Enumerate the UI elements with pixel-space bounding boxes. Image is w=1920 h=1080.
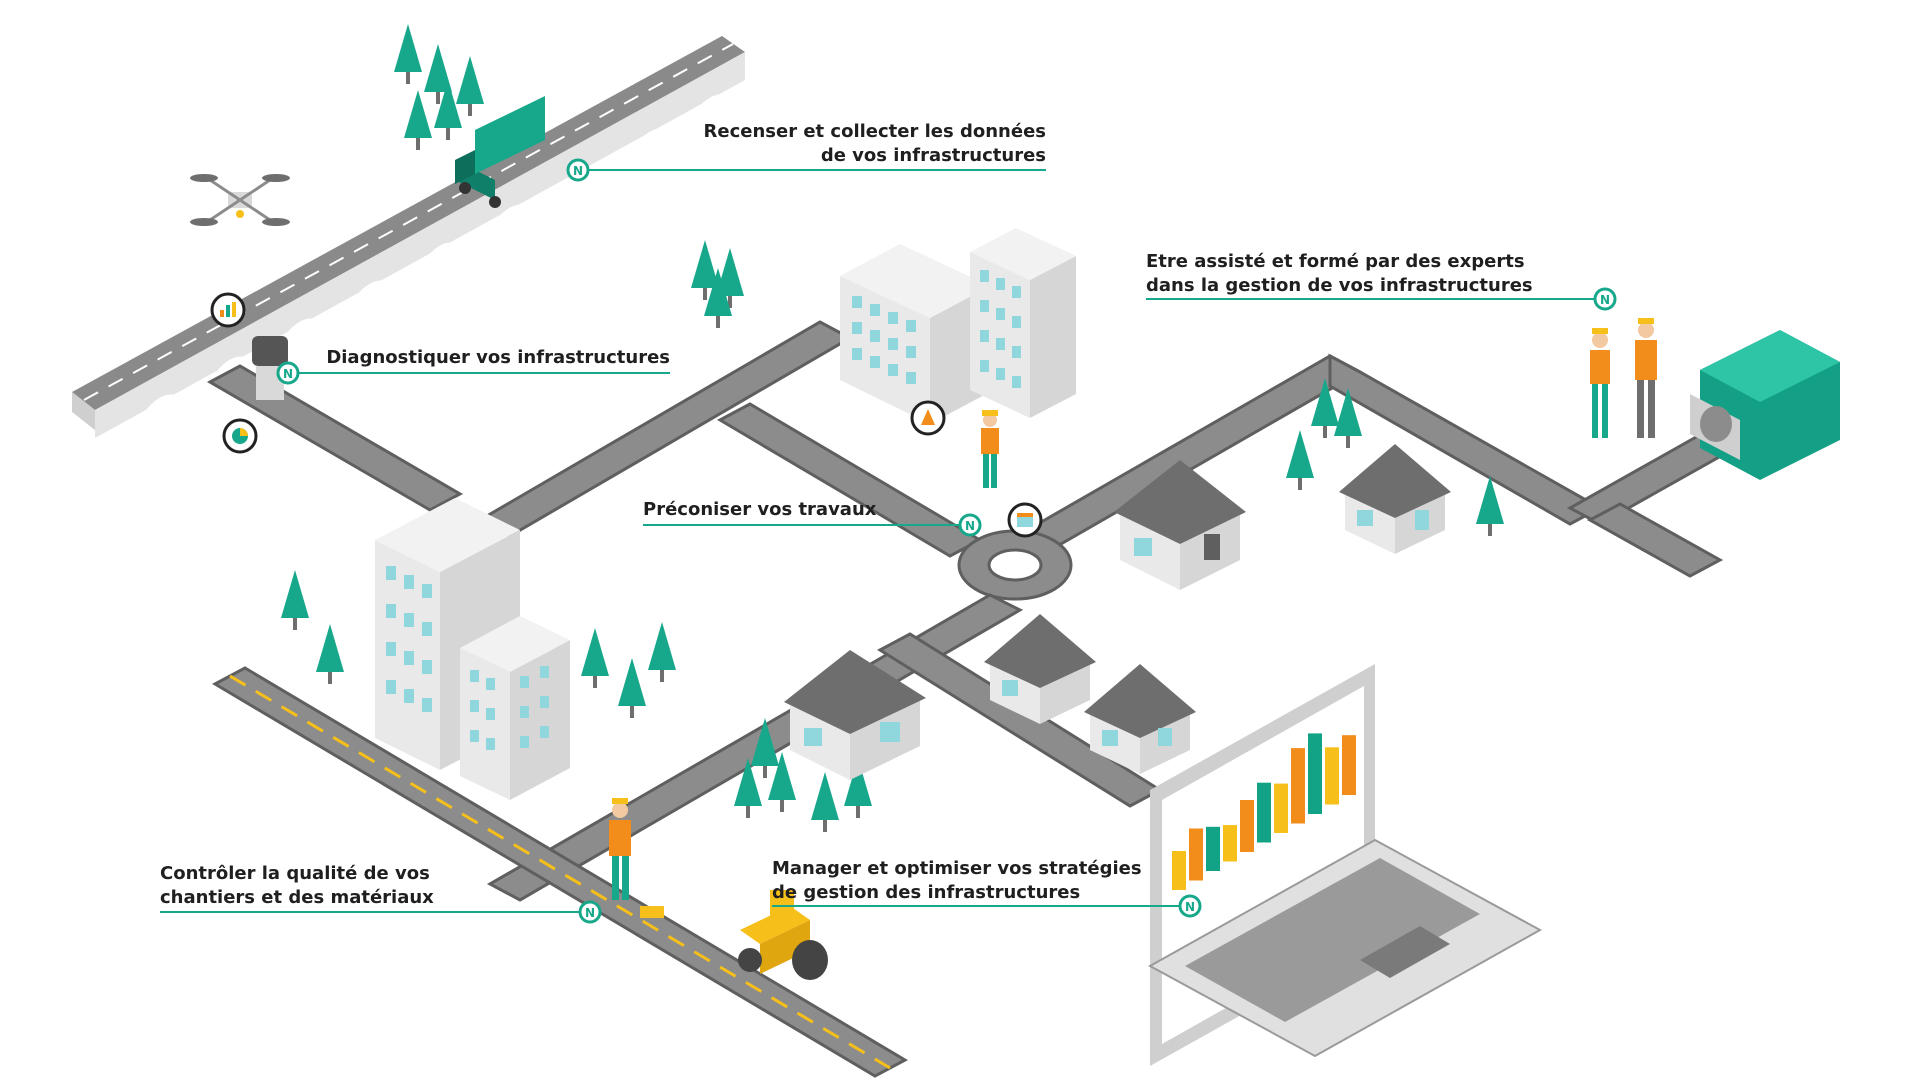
- bridge-arches: [140, 94, 730, 418]
- laptop-bar: [1342, 735, 1356, 795]
- bridge-side: [72, 392, 95, 430]
- marker-letter: N: [1600, 293, 1610, 307]
- marker-letter: N: [965, 519, 975, 533]
- callout-manage-line2: de gestion des infrastructures: [772, 882, 1081, 903]
- tunnel: [1690, 330, 1840, 480]
- callout-diagnose-line1: Diagnostiquer vos infrastructures: [326, 347, 670, 368]
- marker-collect[interactable]: N: [566, 158, 590, 182]
- callout-lines: [160, 169, 1605, 913]
- marker-letter: N: [573, 164, 583, 178]
- callout-manage: Manager et optimiser vos stratégies de g…: [772, 857, 1192, 905]
- laptop-bar: [1325, 747, 1339, 805]
- cone-badge-icon: [910, 400, 946, 436]
- laptop-bar-chart: [1172, 733, 1356, 890]
- chart-badge-icon: [210, 292, 246, 328]
- laptop-bar: [1308, 733, 1322, 814]
- worker-quality-control: [609, 798, 664, 918]
- laptop-bar: [1172, 851, 1186, 890]
- callout-recommend-line1: Préconiser vos travaux: [643, 499, 877, 520]
- delivery-truck: [455, 96, 545, 208]
- drone-icon: [190, 174, 290, 226]
- laptop-bar: [1257, 782, 1271, 843]
- laptop: [1147, 664, 1543, 1066]
- pie-badge-icon: [222, 418, 258, 454]
- road-network: [72, 36, 1764, 1078]
- callout-quality-line1: Contrôler la qualité de vos: [160, 863, 430, 884]
- marker-letter: N: [283, 367, 293, 381]
- callout-quality-line2: chantiers et des matériaux: [160, 887, 434, 908]
- workers-experts: [1590, 318, 1657, 438]
- callout-collect-line1: Recenser et collecter les données: [703, 121, 1046, 142]
- marker-experts[interactable]: N: [1593, 287, 1617, 311]
- callout-experts: Etre assisté et formé par des experts da…: [1146, 250, 1606, 298]
- laptop-bar: [1189, 828, 1203, 881]
- laptop-bar: [1291, 748, 1305, 824]
- callout-recommend: Préconiser vos travaux: [643, 498, 963, 522]
- callout-experts-line2: dans la gestion de vos infrastructures: [1146, 275, 1533, 296]
- marker-manage[interactable]: N: [1178, 894, 1202, 918]
- marker-recommend[interactable]: N: [958, 513, 982, 537]
- road-roller: [738, 890, 828, 980]
- callout-experts-line1: Etre assisté et formé par des experts: [1146, 251, 1525, 272]
- callout-collect: Recenser et collecter les données de vos…: [690, 120, 1046, 168]
- marker-letter: N: [1185, 900, 1195, 914]
- marker-diagnose[interactable]: N: [276, 361, 300, 385]
- buildings: [375, 228, 1076, 800]
- laptop-bar: [1240, 800, 1254, 852]
- callout-diagnose: Diagnostiquer vos infrastructures: [300, 346, 670, 370]
- marker-quality[interactable]: N: [578, 900, 602, 924]
- callout-collect-line2: de vos infrastructures: [820, 145, 1046, 166]
- calendar-badge-icon: [1007, 502, 1043, 538]
- laptop-bar: [1223, 825, 1237, 862]
- houses: [784, 444, 1451, 780]
- laptop-bar: [1274, 783, 1288, 833]
- callout-quality: Contrôler la qualité de vos chantiers et…: [160, 862, 580, 910]
- callout-manage-line1: Manager et optimiser vos stratégies: [772, 858, 1142, 879]
- marker-letter: N: [585, 906, 595, 920]
- laptop-bar: [1206, 826, 1220, 871]
- worker-roundabout: [981, 410, 999, 488]
